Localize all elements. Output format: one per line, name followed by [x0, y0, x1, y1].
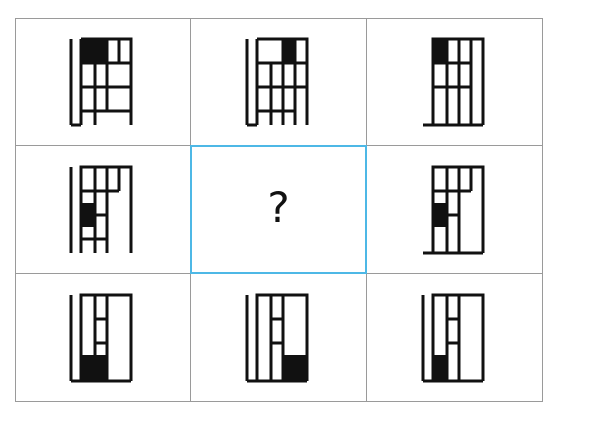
- figure-r3c3: [421, 293, 484, 382]
- question-mark: ?: [267, 182, 290, 232]
- filled-cell: [432, 354, 447, 381]
- puzzle-cell-r2c1: [16, 146, 191, 274]
- puzzle-cell-r2c2-missing[interactable]: ?: [190, 145, 367, 274]
- puzzle-cell-r1c3: [367, 19, 542, 146]
- filled-cell: [282, 354, 307, 381]
- filled-cell: [81, 202, 95, 227]
- filled-cell: [81, 39, 107, 63]
- figure-r3c2: [245, 293, 308, 382]
- figure-r2c3: [422, 165, 484, 254]
- puzzle-cell-r3c3: [367, 274, 542, 401]
- puzzle-cell-r1c2: [191, 19, 367, 146]
- puzzle-cell-r1c1: [16, 19, 191, 146]
- filled-cell: [432, 39, 447, 63]
- puzzle-cell-r3c2: [191, 274, 367, 401]
- filled-cell: [81, 354, 107, 381]
- figure-r2c1: [69, 165, 133, 253]
- figure-r1c3: [422, 37, 484, 127]
- figure-r1c2: [245, 37, 308, 127]
- puzzle-grid: ?: [15, 18, 543, 402]
- filled-cell: [282, 39, 295, 63]
- puzzle-cell-r3c1: [16, 274, 191, 401]
- figure-r3c1: [69, 293, 133, 382]
- puzzle-cell-r2c3: [367, 146, 542, 274]
- figure-r1c1: [69, 37, 133, 127]
- filled-cell: [432, 202, 447, 227]
